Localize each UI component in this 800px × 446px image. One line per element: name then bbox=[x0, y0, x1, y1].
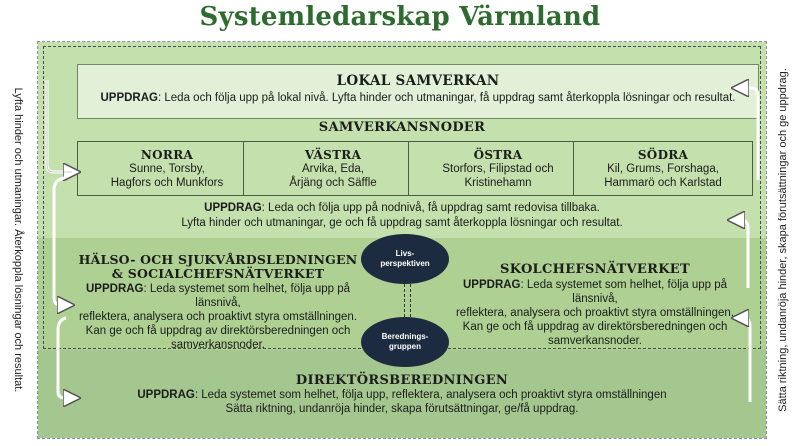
node-towns: Kil, Grums, Forshaga, bbox=[607, 163, 719, 175]
halso-line-1: UPPDRAG: Leda systemet som helhet, följa… bbox=[68, 282, 368, 310]
samverkansnoder-title: SAMVERKANSNODER bbox=[318, 120, 486, 135]
noder-uppdrag-text-1: : Leda och följa upp på nodnivå, få uppd… bbox=[261, 202, 600, 214]
node-towns: Arvika, Eda, bbox=[302, 163, 364, 175]
ellipse-connector-line bbox=[410, 284, 411, 317]
node-name: SÖDRA bbox=[637, 148, 689, 162]
skol-line-4: samverkansnoder. bbox=[548, 335, 642, 347]
skol-line-1: UPPDRAG: Leda systemet som helhet, följa… bbox=[440, 278, 750, 306]
uppdrag-label: UPPDRAG bbox=[86, 283, 144, 295]
node-towns: Kristinehamn bbox=[464, 177, 532, 189]
halso-uppdrag: UPPDRAG: Leda systemet som helhet, följa… bbox=[68, 282, 368, 352]
lokal-uppdrag-text: : Leda och följa upp på lokal nivå. Lyft… bbox=[158, 92, 736, 104]
direktorsberedningen-title: DIREKTÖRSBEREDNINGEN bbox=[295, 373, 509, 388]
halso-title-line-2: & SOCIALCHEFSNÄTVERKET bbox=[111, 266, 325, 281]
node-towns: Storfors, Filipstad och bbox=[442, 163, 554, 175]
livs-line-1: Livs- bbox=[395, 249, 415, 258]
halso-title: HÄLSO- OCH SJUKVÅRDSLEDNINGEN & SOCIALCH… bbox=[68, 253, 368, 281]
uppdrag-label: UPPDRAG bbox=[463, 279, 521, 291]
arrow-left-bot bbox=[56, 316, 72, 398]
halso-line-3: Kan ge och få uppdrag av direktörsberedn… bbox=[85, 325, 351, 337]
node-ostra: ÖSTRA Storfors, Filipstad och Kristineha… bbox=[408, 141, 588, 196]
skol-uppdrag: UPPDRAG: Leda systemet som helhet, följa… bbox=[440, 278, 750, 348]
noder-uppdrag-line: UPPDRAG: Leda och följa upp på nodnivå, … bbox=[38, 201, 766, 216]
node-name: VÄSTRA bbox=[304, 148, 362, 162]
ellipse-connector-line bbox=[404, 284, 405, 317]
livsperspektiven-ellipse: Livs-perspektiven bbox=[361, 234, 449, 284]
node-towns: Hagfors och Munkfors bbox=[110, 177, 224, 189]
node-towns: Hammarö och Karlstad bbox=[604, 177, 722, 189]
bered-line-2: gruppen bbox=[388, 342, 421, 351]
noder-uppdrag-text-2: Lyfta hinder och utmaningar, ge och få u… bbox=[181, 217, 623, 229]
node-name: NORRA bbox=[140, 148, 194, 162]
halso-line-2: reflektera, analysera och proaktivt styr… bbox=[78, 311, 358, 323]
uppdrag-label: UPPDRAG bbox=[100, 92, 158, 104]
beredningsgruppen-ellipse: Berednings-gruppen bbox=[361, 317, 449, 367]
arrow-left-mid bbox=[52, 176, 66, 305]
lokal-samverkan-text: UPPDRAG: Leda och följa upp på lokal niv… bbox=[78, 91, 758, 106]
arrow-right-top bbox=[740, 88, 760, 180]
skol-line-2: reflektera, analysera och proaktivt styr… bbox=[455, 307, 735, 319]
halso-line-4: samverkansnoder. bbox=[171, 339, 265, 351]
lokal-samverkan-title: LOKAL SAMVERKAN bbox=[336, 73, 500, 89]
livs-line-2: perspektiven bbox=[380, 259, 430, 268]
skol-line-1-text: : Leda systemet som helhet, följa upp på… bbox=[520, 279, 727, 305]
arrow-left-top bbox=[45, 80, 72, 172]
uppdrag-label: UPPDRAG bbox=[137, 389, 195, 401]
samverkansnoder-uppdrag: UPPDRAG: Leda och följa upp på nodnivå, … bbox=[38, 201, 766, 231]
lokal-samverkan-box: LOKAL SAMVERKAN UPPDRAG: Leda och följa … bbox=[77, 64, 759, 119]
direktor-line-1: UPPDRAG: Leda systemet som helhet, följa… bbox=[38, 388, 766, 402]
arrow-right-bot bbox=[740, 318, 752, 402]
bered-line-1: Berednings- bbox=[381, 332, 429, 341]
outer-dashed-frame bbox=[37, 41, 767, 439]
node-name: ÖSTRA bbox=[473, 148, 523, 162]
direktor-uppdrag: UPPDRAG: Leda systemet som helhet, följa… bbox=[38, 388, 766, 416]
node-towns: Årjäng och Säffle bbox=[289, 177, 377, 189]
arrow-right-mid bbox=[736, 220, 750, 288]
node-norra: NORRA Sunne, Torsby, Hagfors och Munkfor… bbox=[77, 141, 257, 196]
halso-line-1-text: : Leda systemet som helhet, följa upp på… bbox=[143, 283, 350, 309]
direktor-line-2: Sätta riktning, undanröja hinder, skapa … bbox=[225, 403, 579, 415]
halso-title-line-1: HÄLSO- OCH SJUKVÅRDSLEDNINGEN bbox=[78, 252, 358, 267]
node-sodra: SÖDRA Kil, Grums, Forshaga, Hammarö och … bbox=[573, 141, 753, 196]
page-title: Systemledarskap Värmland bbox=[199, 2, 601, 32]
arrow-left-top-outline bbox=[46, 80, 72, 173]
skol-line-3: Kan ge och få uppdrag av direktörsberedn… bbox=[462, 321, 728, 333]
skolchefsnatverket-title: SKOLCHEFSNÄTVERKET bbox=[500, 262, 690, 277]
direktor-line-1-text: : Leda systemet som helhet, följa upp, r… bbox=[194, 389, 667, 401]
node-towns: Sunne, Torsby, bbox=[129, 163, 205, 175]
node-vastra: VÄSTRA Arvika, Eda, Årjäng och Säffle bbox=[243, 141, 423, 196]
uppdrag-label: UPPDRAG bbox=[204, 202, 262, 214]
